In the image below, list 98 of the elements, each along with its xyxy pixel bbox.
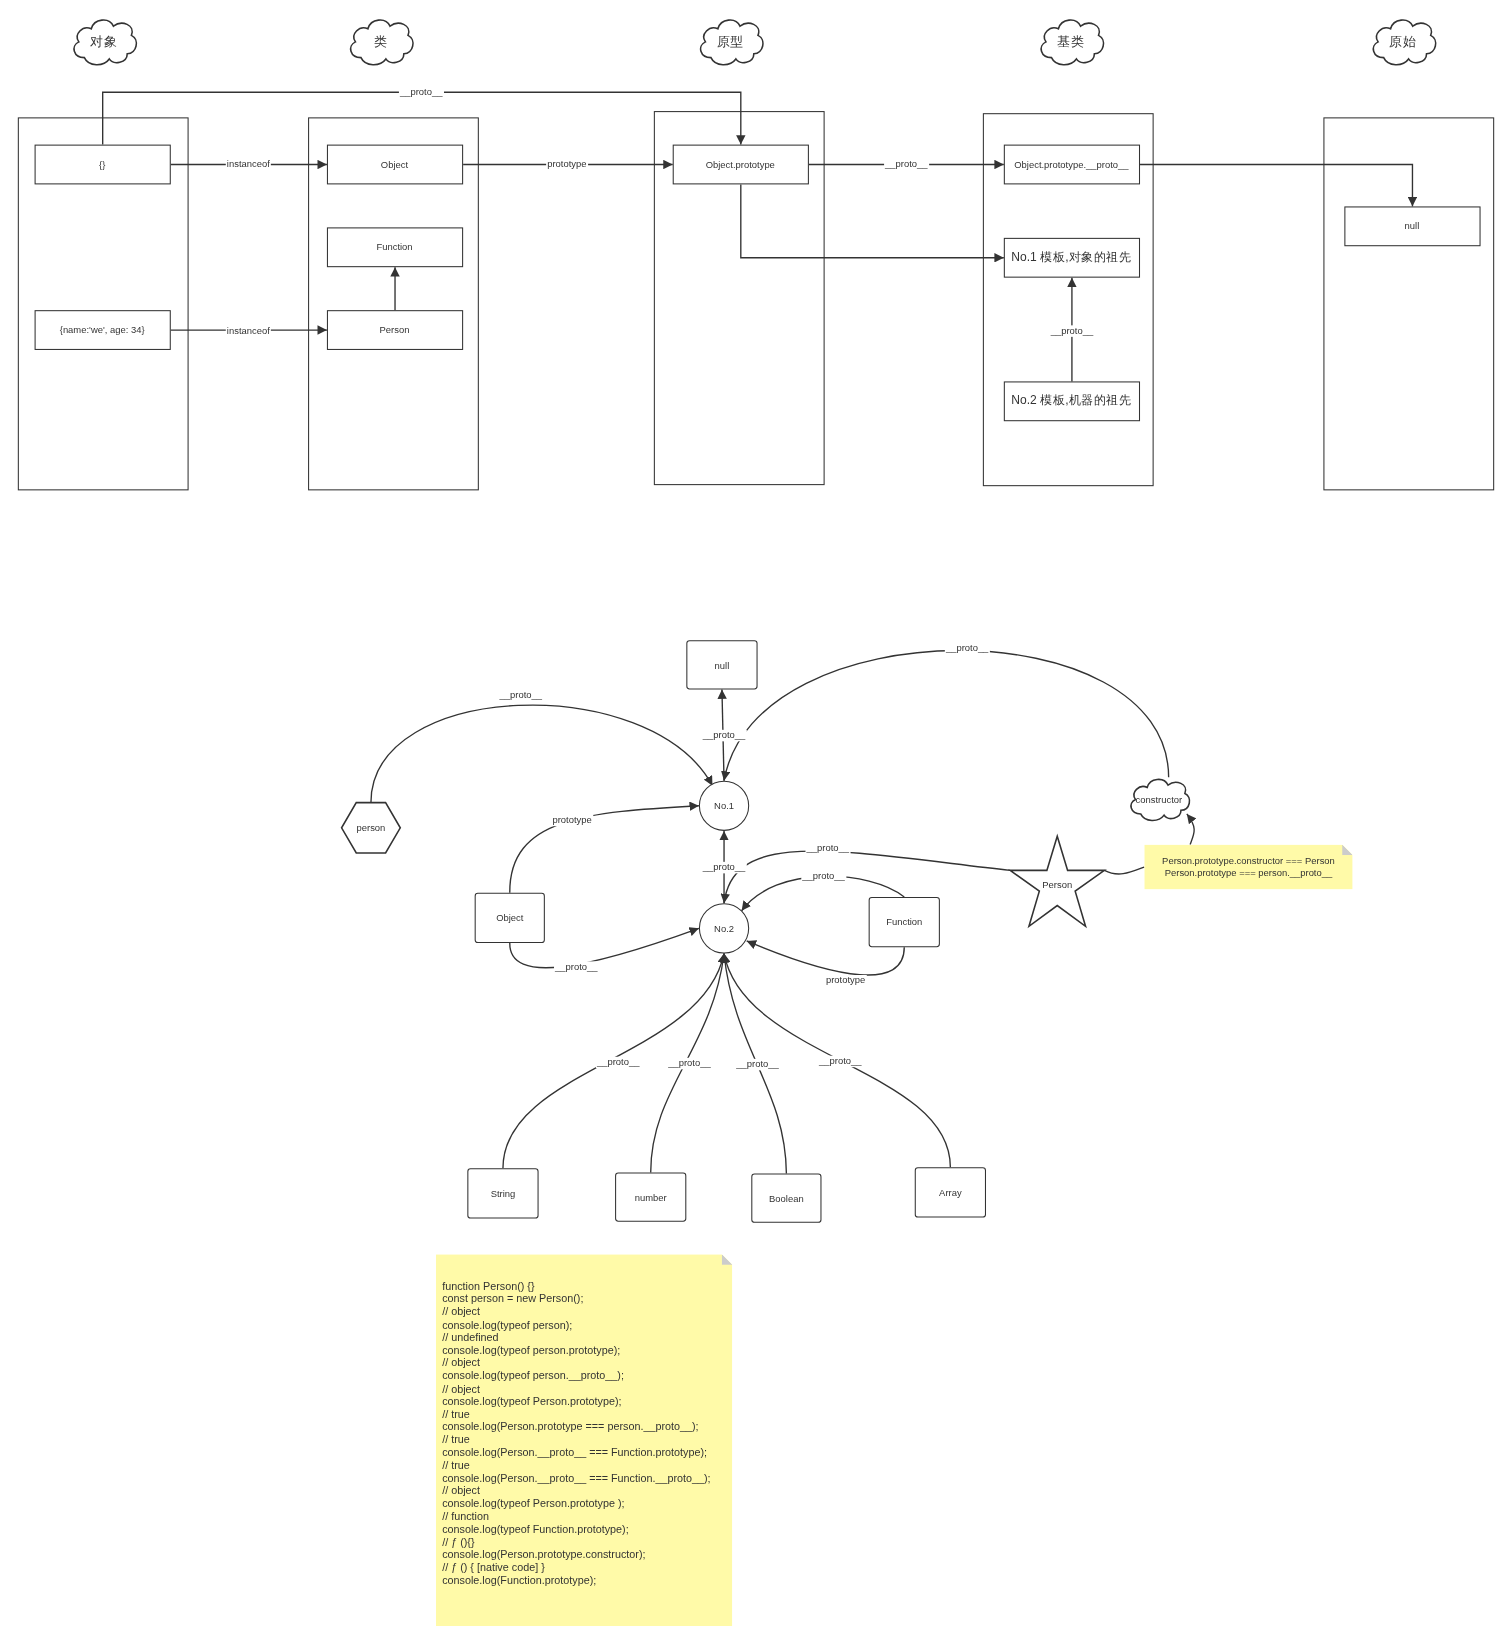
arrow: [462, 159, 674, 170]
node-label: constructor: [1135, 794, 1183, 805]
edge-label: prototype: [551, 814, 593, 827]
code-line: console.log(typeof Person.prototype );: [442, 1497, 625, 1511]
code-line: console.log(Function.prototype);: [442, 1574, 597, 1588]
code-line: // undefined: [442, 1331, 499, 1345]
rounded-box: [467, 1168, 539, 1219]
edge-label: __proto__: [805, 842, 851, 855]
edge-label: __proto__: [498, 690, 544, 702]
arrow: [740, 183, 1005, 263]
node-label: Object: [380, 158, 409, 170]
rounded-box: [686, 640, 758, 690]
code-line: function Person() {}: [442, 1280, 535, 1294]
node-label: number: [634, 1191, 667, 1203]
code-line: console.log(Person.prototype === person.__proto__);: [442, 1421, 699, 1434]
edge-label: __proto__: [701, 861, 747, 874]
code-line: // object: [442, 1485, 480, 1498]
node-label: Object.prototype.__proto__: [1014, 158, 1129, 170]
node-label: 基类: [1057, 33, 1085, 51]
node-label: Boolean: [769, 1192, 804, 1204]
code-line: console.log(typeof Person.prototype);: [442, 1395, 622, 1409]
node-label: {name:'we', age: 34}: [59, 324, 145, 335]
code-line: // true: [442, 1433, 470, 1447]
code-line: // object: [442, 1306, 480, 1319]
node-label: Person.prototype === person.__proto__: [1164, 867, 1333, 879]
arrow: [723, 649, 1170, 782]
arrow: [717, 688, 727, 782]
node-label: 类: [373, 33, 388, 51]
arrow: [102, 91, 746, 146]
code-line: console.log(typeof person.prototype);: [442, 1344, 621, 1358]
code-line: // ƒ (){}: [442, 1536, 475, 1549]
edge-label: __proto__: [595, 1056, 641, 1069]
node-label: Object.prototype: [705, 158, 775, 170]
circle-node: [698, 903, 750, 954]
rounded-box: [474, 892, 545, 944]
arrow: [1067, 277, 1077, 383]
node-label: {}: [99, 158, 106, 170]
arrow: [502, 952, 726, 1169]
star-shape: [1010, 836, 1105, 927]
edge-label: __proto__: [1049, 325, 1095, 337]
edge-label: __proto__: [884, 158, 929, 171]
code-line: // true: [442, 1408, 470, 1422]
edge-label: __proto__: [554, 961, 599, 973]
code-line: const person = new Person();: [442, 1293, 584, 1306]
node-label: No.1 模板,对象的祖先: [1011, 249, 1132, 265]
rounded-box: [615, 1172, 687, 1222]
arrow: [746, 940, 905, 976]
code-line: // true: [442, 1459, 470, 1473]
edge-label: __proto__: [818, 1055, 863, 1068]
code-line: console.log(typeof person);: [442, 1318, 573, 1332]
node-label: No.2 模板,机器的祖先: [1011, 393, 1132, 409]
node-label: person: [356, 822, 386, 833]
code-line: // object: [442, 1382, 480, 1396]
code-line: // ƒ () { [native code] }: [442, 1561, 545, 1575]
code-line: console.log(typeof Function.prototype);: [442, 1523, 629, 1537]
edge-label: __proto__: [735, 1058, 780, 1071]
arrow: [722, 952, 952, 1168]
hexagon-shape: [341, 802, 401, 853]
node-label: 原始: [1389, 33, 1417, 51]
code-line: console.log(Person.prototype.constructor);: [442, 1548, 646, 1562]
sticky-note: [1144, 844, 1353, 890]
node-label: Array: [939, 1187, 962, 1198]
node-label: String: [490, 1188, 516, 1199]
node-label: null: [714, 659, 730, 671]
rounded-box: [751, 1173, 822, 1223]
node-label: null: [1404, 220, 1420, 232]
edge-label: __proto__: [701, 729, 747, 742]
arrow: [390, 266, 400, 311]
node-label: Person: [1042, 879, 1073, 890]
edge-label: __proto__: [667, 1057, 712, 1070]
node-label: No.1: [714, 800, 734, 811]
node-label: Function: [376, 241, 413, 252]
node-label: Object: [496, 912, 524, 924]
node-label: No.2: [714, 923, 734, 934]
arrow: [1186, 813, 1197, 846]
node-label: 对象: [90, 33, 118, 51]
node-label: Function: [886, 916, 923, 928]
connector-line: [1103, 866, 1145, 875]
code-line: console.log(typeof person.__proto__);: [442, 1369, 624, 1383]
code-line: console.log(Person.__proto__ === Function.__proto__);: [442, 1472, 711, 1485]
arrow: [720, 952, 788, 1175]
node-label: Person: [379, 324, 410, 335]
edge-label: prototype: [546, 158, 588, 171]
arrow: [370, 704, 714, 804]
code-line: console.log(Person.__proto__ === Function.prototype);: [442, 1446, 707, 1460]
edge-label: __proto__: [398, 86, 444, 98]
edge-label: prototype: [824, 975, 867, 987]
edge-label: instanceof: [225, 325, 271, 337]
rounded-box: [914, 1167, 986, 1218]
arrow: [1139, 163, 1418, 208]
node-label: 原型: [716, 33, 744, 51]
code-note: [435, 1254, 733, 1627]
edge-label: __proto__: [944, 642, 990, 655]
edge-label: __proto__: [801, 870, 846, 882]
code-line: // function: [442, 1510, 489, 1524]
rounded-box: [868, 896, 940, 948]
node-label: Person.prototype.constructor === Person: [1162, 855, 1335, 868]
code-line: // object: [442, 1357, 480, 1370]
